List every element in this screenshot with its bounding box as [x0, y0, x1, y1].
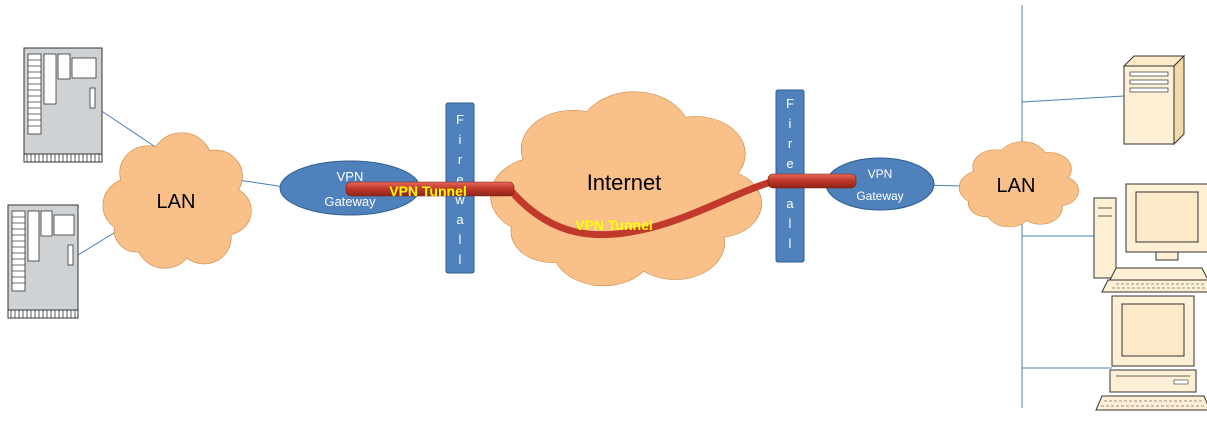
desktop-computer-icon	[1093, 183, 1207, 293]
firewall-letter: F	[786, 96, 794, 111]
left-lan-label: LAN	[157, 191, 196, 213]
firewall-letter: e	[456, 172, 463, 187]
right-lan-label: LAN	[997, 175, 1036, 197]
right-gateway-line2: Gateway	[856, 189, 903, 203]
tower-server-icon	[1122, 54, 1186, 146]
tunnel-segment-right	[767, 173, 857, 189]
left-gateway-line1: VPN	[337, 169, 364, 184]
firewall-letter: r	[788, 136, 793, 151]
firewall-letter: l	[459, 252, 462, 267]
desktop-computer-icon	[1095, 295, 1207, 411]
tunnel-curve	[508, 176, 782, 239]
right-vpn-gateway: VPN Gateway	[825, 157, 935, 211]
vpn-tunnel: VPN Tunnel VPN Tunnel	[345, 173, 857, 239]
tunnel-segment-left	[345, 181, 515, 197]
link-bus-tower	[1021, 95, 1125, 103]
firewall-letter: r	[458, 152, 463, 167]
firewall-letter: l	[459, 232, 462, 247]
firewall-letter: F	[456, 112, 464, 127]
firewall-letter: a	[786, 196, 794, 211]
internet-label: Internet	[587, 170, 662, 195]
firewall-letter: i	[459, 132, 462, 147]
left-lan-cloud: LAN	[102, 132, 252, 269]
left-gateway-line2: Gateway	[324, 194, 376, 209]
tunnel-label-middle: VPN Tunnel	[575, 217, 653, 233]
firewall-letter: l	[789, 236, 792, 251]
firewall-letter: l	[789, 216, 792, 231]
firewall-letter: w	[454, 192, 465, 207]
right-lan-cloud: LAN	[958, 141, 1079, 228]
tunnel-label-left: VPN Tunnel	[389, 183, 467, 199]
link-server1-lan	[99, 109, 161, 151]
server-rack-icon	[7, 204, 79, 319]
firewall-letter: i	[789, 116, 792, 131]
server-rack-icon	[23, 47, 103, 163]
internet-cloud: Internet	[489, 90, 763, 287]
firewall-letter: e	[786, 156, 793, 171]
link-lan-gateway	[237, 179, 286, 188]
right-gateway-line1: VPN	[868, 167, 893, 181]
firewall-letter: a	[456, 212, 464, 227]
